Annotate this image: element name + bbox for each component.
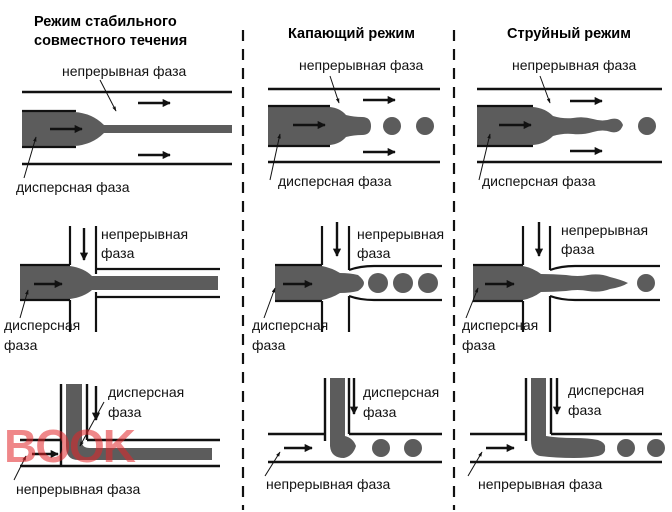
label-disperse-phase-line2: фаза: [4, 337, 38, 353]
label-disperse-phase-line1: дисперсная: [568, 382, 644, 398]
dispersed-phase-stream: [473, 266, 628, 300]
leader-line: [269, 133, 281, 181]
label-continuous-phase-line1: непрерывная: [101, 226, 188, 242]
t-junction-dripping: дисперсная фаза непрерывная фаза: [264, 378, 442, 492]
label-continuous-phase: непрерывная фаза: [478, 476, 603, 492]
label-continuous-phase-line2: фаза: [561, 241, 595, 257]
label-disperse-phase-line1: дисперсная: [462, 317, 538, 333]
droplet: [637, 274, 655, 292]
leader-line: [23, 136, 37, 179]
flow-focusing-dripping: непрерывная фаза дисперсная фаза: [252, 222, 444, 353]
droplet: [416, 117, 434, 135]
label-continuous-phase: непрерывная фаза: [266, 476, 391, 492]
label-disperse-phase: дисперсная фаза: [482, 173, 596, 189]
header-stable-line2: совместного течения: [34, 33, 187, 49]
dispersed-phase-stream: [275, 266, 364, 300]
label-continuous-phase-line2: фаза: [101, 245, 135, 261]
label-disperse-phase-line2: фаза: [462, 337, 496, 353]
dispersed-phase-stream: [22, 112, 232, 146]
dispersed-phase-stream: [20, 266, 218, 299]
leader-line: [13, 455, 27, 481]
label-disperse-phase-line2: фаза: [108, 404, 142, 420]
t-junction-stable: дисперсная фаза непрерывная фаза: [13, 384, 220, 497]
leader-line: [99, 79, 117, 112]
coflow-dripping: непрерывная фаза дисперсная фаза: [268, 57, 440, 189]
header-dripping: Капающий режим: [288, 26, 415, 42]
leader-line: [19, 289, 29, 319]
dispersed-phase-stream: [531, 378, 606, 458]
label-disperse-phase-line1: дисперсная: [108, 384, 184, 400]
leader-line: [329, 75, 340, 104]
flow-focusing-stable: непрерывная фаза дисперсная фаза: [4, 226, 220, 353]
header-jetting: Струйный режим: [507, 26, 631, 42]
droplet: [647, 439, 665, 457]
leader-line: [465, 287, 479, 319]
droplet: [418, 273, 438, 293]
droplet: [372, 439, 390, 457]
coflow-stable: непрерывная фаза дисперсная фаза: [16, 63, 232, 195]
droplet: [404, 439, 422, 457]
label-continuous-phase-line1: непрерывная: [561, 222, 648, 238]
label-continuous-phase: непрерывная фаза: [16, 481, 141, 497]
coflow-jetting: непрерывная фаза дисперсная фаза: [477, 57, 662, 189]
label-continuous-phase-line1: непрерывная: [357, 226, 444, 242]
label-disperse-phase: дисперсная фаза: [16, 179, 130, 195]
leader-line: [539, 75, 551, 104]
flow-focusing-jetting: непрерывная фаза дисперсная фаза: [462, 222, 660, 353]
droplet: [638, 117, 656, 135]
watermark-logo: BOOK: [4, 420, 136, 472]
dispersed-phase-stream: [477, 107, 623, 145]
label-disperse-phase-line1: дисперсная: [252, 317, 328, 333]
leader-line: [79, 401, 105, 447]
dispersed-phase-stream: [330, 378, 356, 458]
label-continuous-phase: непрерывная фаза: [299, 57, 424, 73]
label-disperse-phase-line2: фаза: [363, 404, 397, 420]
leader-line: [264, 451, 281, 477]
droplet: [393, 273, 413, 293]
label-continuous-phase: непрерывная фаза: [512, 57, 637, 73]
droplet: [368, 273, 388, 293]
leader-line: [467, 451, 483, 477]
label-continuous-phase-line2: фаза: [357, 245, 391, 261]
leader-line: [478, 133, 491, 181]
label-disperse-phase-line2: фаза: [568, 402, 602, 418]
label-disperse-phase-line1: дисперсная: [4, 317, 80, 333]
droplet: [617, 439, 635, 457]
droplet: [383, 117, 401, 135]
dispersed-phase-stream: [66, 384, 212, 460]
label-disperse-phase: дисперсная фаза: [278, 173, 392, 189]
t-junction-jetting: дисперсная фаза непрерывная фаза: [467, 378, 665, 492]
label-continuous-phase: непрерывная фаза: [62, 63, 187, 79]
leader-line: [263, 287, 276, 319]
label-disperse-phase-line1: дисперсная: [363, 384, 439, 400]
label-disperse-phase-line2: фаза: [252, 337, 286, 353]
header-stable-line1: Режим стабильного: [34, 14, 177, 30]
